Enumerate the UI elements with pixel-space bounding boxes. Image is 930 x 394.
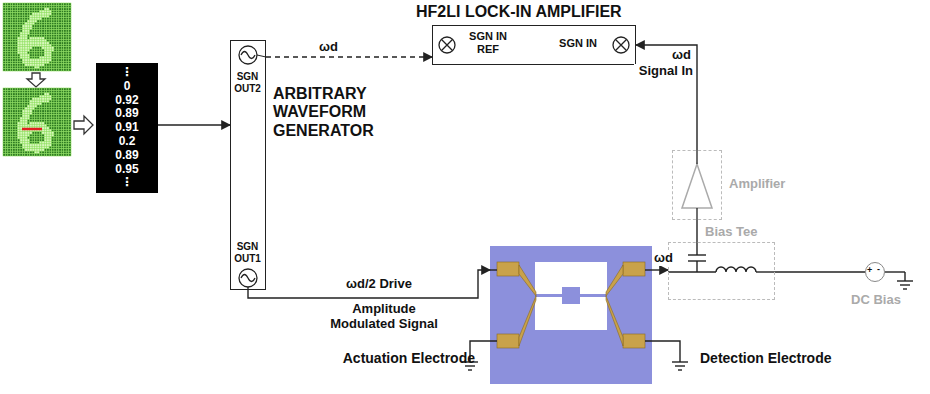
edge-label: Signal In	[634, 64, 694, 79]
list-value: ⋮	[121, 66, 133, 80]
bias-tee-circuit	[668, 242, 775, 272]
node-label: Amplifier	[729, 177, 809, 192]
resonator-device	[490, 246, 652, 384]
hollow-arrow	[27, 73, 45, 87]
bias-tee-box: Bias Tee	[668, 242, 775, 300]
amplifier-box: Amplifier	[672, 150, 722, 220]
node-label: DC Bias	[841, 293, 911, 308]
signal-wire	[636, 45, 697, 150]
edge-label: ωd	[653, 251, 674, 266]
scan-line	[22, 128, 42, 131]
list-value: 0	[124, 80, 131, 94]
signal-wire	[158, 124, 230, 125]
generator-box: ARBITRARY WAVEFORM GENERATORSGN OUT2SGN …	[230, 40, 266, 290]
signal-label: ωd	[671, 48, 692, 63]
instrument-title: ARBITRARY WAVEFORM GENERATOR	[273, 85, 408, 140]
list-value: 0.2	[119, 135, 136, 149]
list-value: 0.92	[115, 94, 138, 108]
node-label: SGN OUT1	[231, 241, 264, 264]
mnist-grid	[3, 3, 71, 71]
mixer-symbol	[439, 37, 629, 53]
node-label: SGN IN REF	[457, 30, 519, 55]
node-label: Bias Tee	[705, 225, 785, 240]
polarity-sign: -	[877, 264, 880, 274]
signal-wire	[775, 271, 865, 272]
amplifier-symbol	[682, 164, 712, 208]
signal-wire	[696, 220, 697, 242]
node-label: SGN OUT2	[231, 71, 264, 94]
data-list: ⋮00.920.890.910.20.890.95⋮	[96, 63, 158, 193]
list-value: 0.91	[115, 121, 138, 135]
lock-in-box: HF2LI LOCK-IN AMPLIFIERSGN IN REFSGN IN	[432, 25, 636, 65]
node-label: Actuation Electrode	[300, 350, 475, 366]
ground-symbol	[885, 272, 913, 289]
polarity-sign: +	[867, 265, 872, 275]
list-value: 0.89	[115, 107, 138, 121]
signal-wire	[248, 270, 490, 298]
resonator-chip: Actuation ElectrodeDetection Electrode	[490, 246, 652, 384]
instrument-title: HF2LI LOCK-IN AMPLIFIER	[416, 3, 656, 21]
signal-label: ωd/2 Drive	[345, 277, 413, 292]
list-value: 0.89	[115, 149, 138, 163]
edge-label: Amplitude Modulated Signal	[318, 302, 450, 332]
signal-wire	[266, 56, 432, 57]
node-label: Detection Electrode	[700, 350, 900, 366]
list-value: ⋮	[121, 176, 133, 190]
mnist-grid	[3, 88, 71, 156]
node-label: SGN IN	[545, 37, 611, 50]
list-value: 0.95	[115, 163, 138, 177]
hollow-arrow	[74, 116, 93, 134]
edge-label: ωd	[318, 40, 339, 55]
ground-symbol	[462, 270, 688, 370]
signal-wire	[652, 269, 668, 270]
